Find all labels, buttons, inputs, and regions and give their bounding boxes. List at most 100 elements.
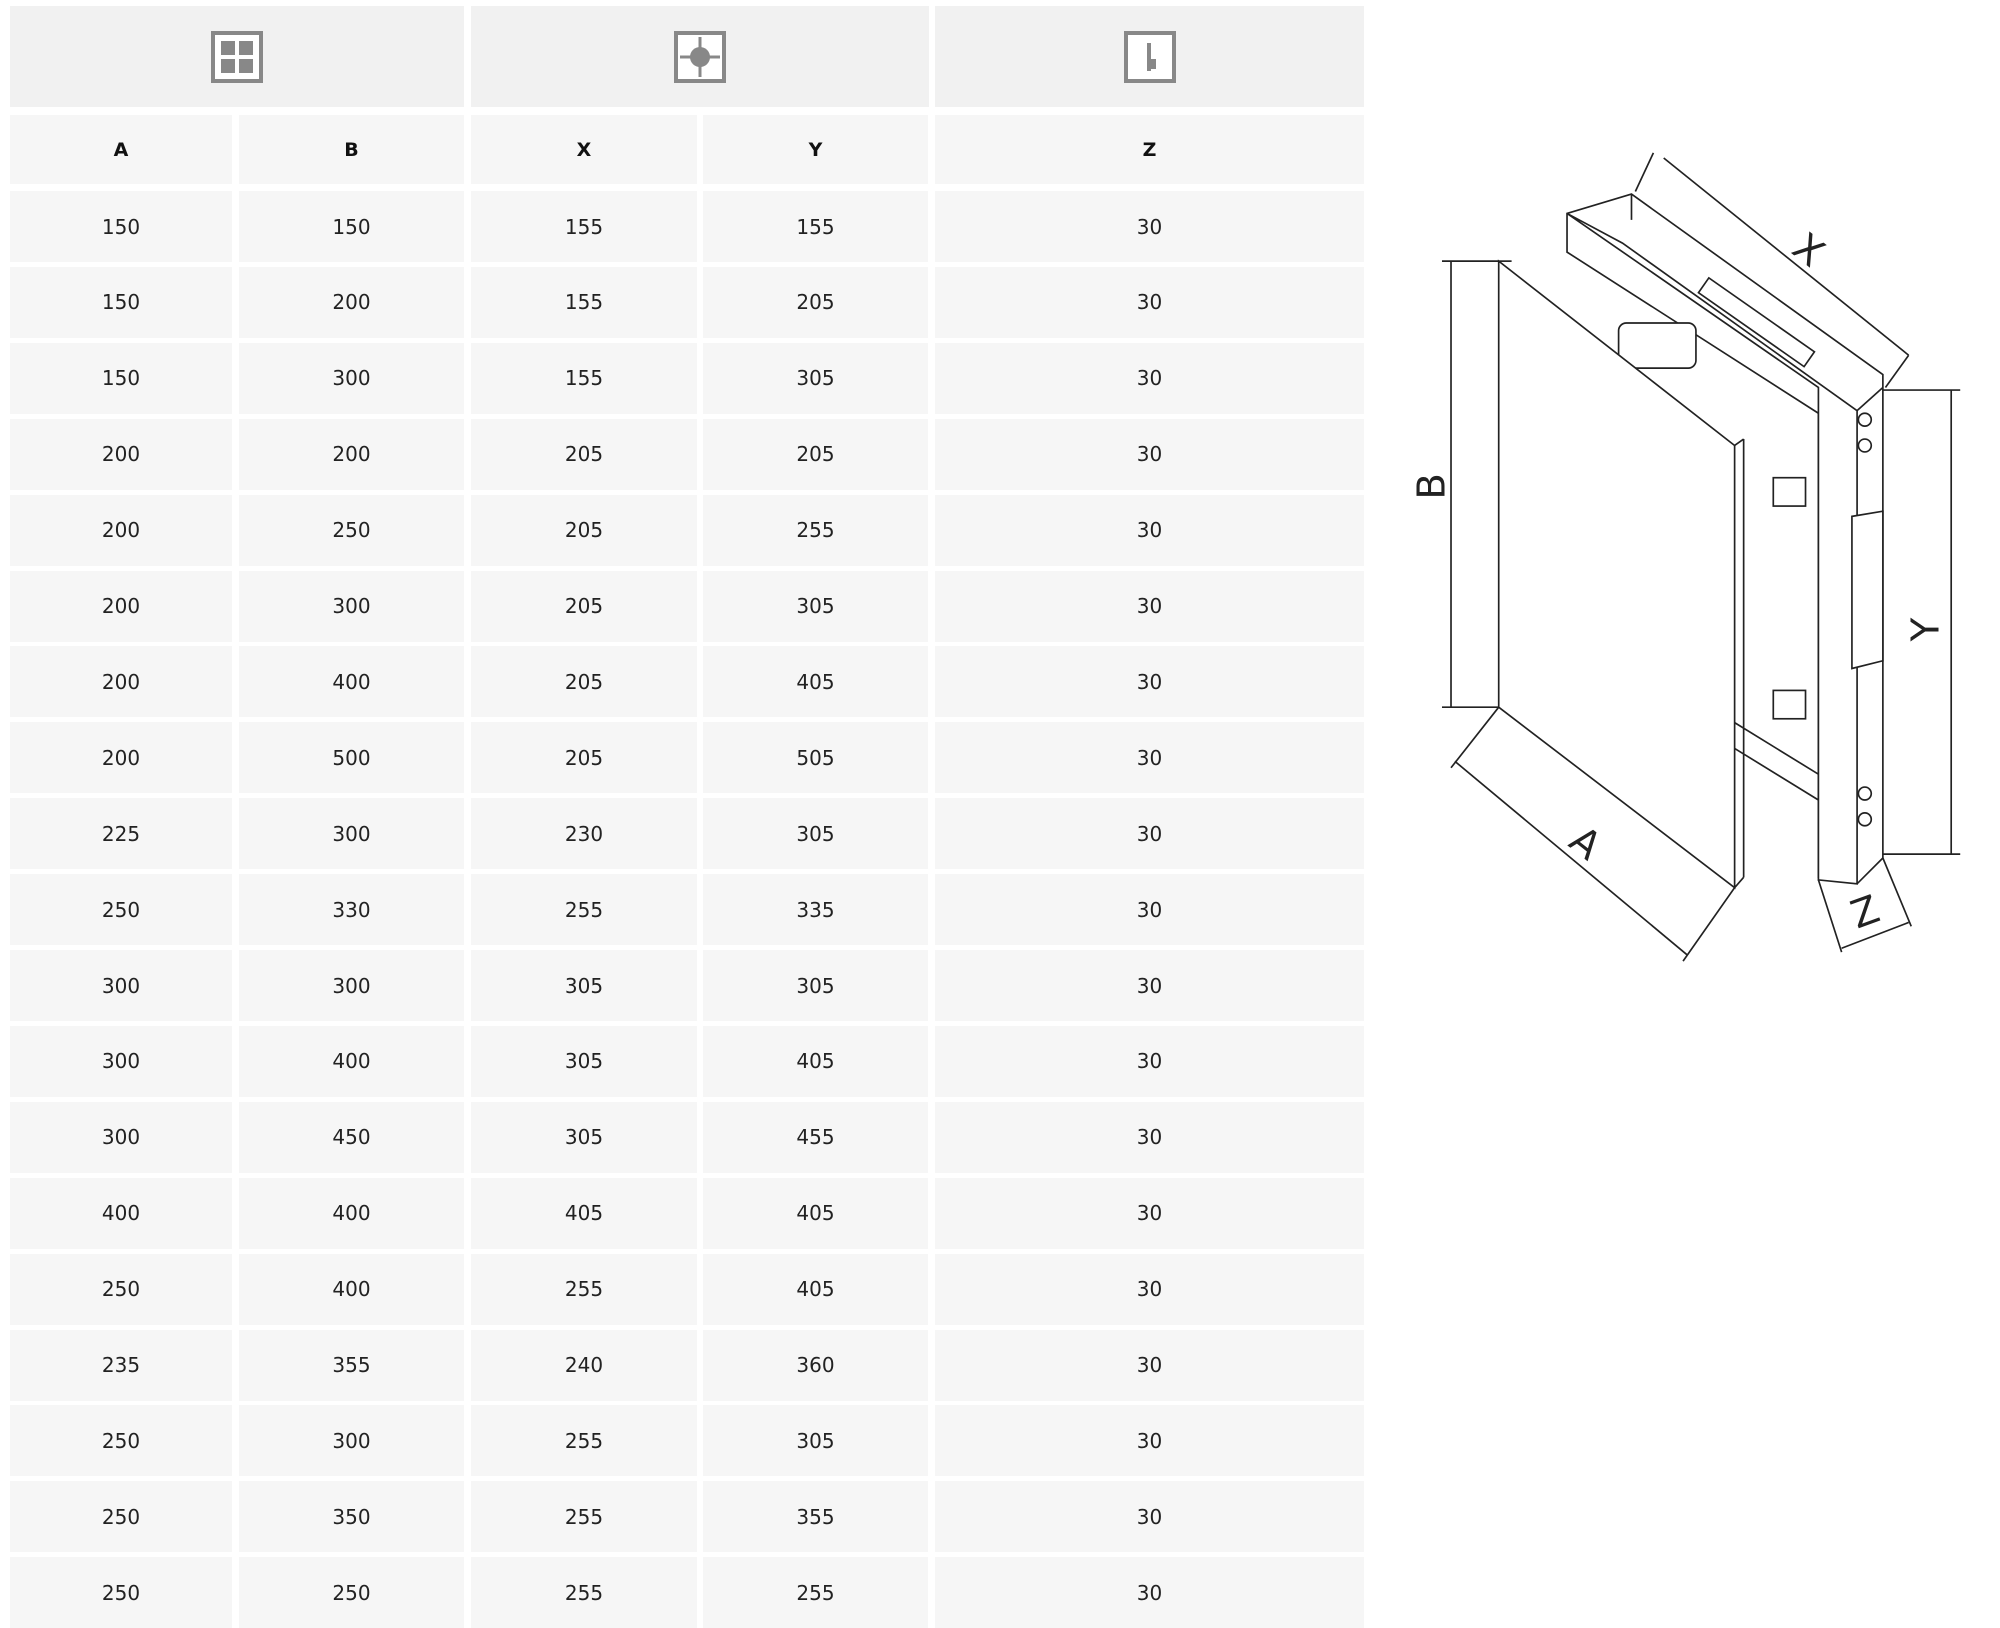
table-cell: 200 [10, 418, 232, 490]
table-cell: 255 [471, 1253, 697, 1325]
table-cell: 30 [935, 1557, 1364, 1628]
column-header-y: Y [703, 115, 928, 184]
table-cell: 400 [239, 646, 464, 718]
table-cell: 305 [703, 798, 928, 870]
table-cell: 250 [10, 1557, 232, 1628]
table-cell: 360 [703, 1329, 928, 1401]
table-cell: 400 [239, 1025, 464, 1097]
table-cell: 305 [703, 342, 928, 414]
table-cell: 300 [239, 570, 464, 642]
table-cell: 30 [935, 1329, 1364, 1401]
table-cell: 200 [10, 570, 232, 642]
table-cell: 150 [10, 342, 232, 414]
table-cell: 405 [703, 1253, 928, 1325]
table-cell: 255 [703, 494, 928, 566]
table-cell: 250 [239, 1557, 464, 1628]
table-cell: 250 [10, 1253, 232, 1325]
table-cell: 250 [10, 1481, 232, 1553]
table-cell: 305 [703, 570, 928, 642]
table-cell: 30 [935, 798, 1364, 870]
table-cell: 30 [935, 1177, 1364, 1249]
table-cell: 405 [471, 1177, 697, 1249]
table-cell: 240 [471, 1329, 697, 1401]
table-cell: 150 [10, 191, 232, 262]
table-cell: 150 [10, 266, 232, 338]
table-cell: 30 [935, 722, 1364, 794]
group-header-depth [935, 6, 1364, 107]
column-header-b: B [239, 115, 464, 184]
door-panel-size-icon [211, 30, 263, 83]
table-cell: 400 [239, 1253, 464, 1325]
hatch-dimension-diagram: X Y Z A B [1410, 152, 1961, 962]
table-cell: 155 [703, 191, 928, 262]
table-cell: 300 [10, 950, 232, 1021]
group-header-door [10, 6, 464, 107]
dimension-label-x: X [1784, 225, 1833, 277]
dimension-label-z: Z [1845, 887, 1885, 938]
table-cell: 250 [10, 874, 232, 946]
table-cell: 200 [239, 418, 464, 490]
table-cell: 335 [703, 874, 928, 946]
table-cell: 305 [471, 1025, 697, 1097]
column-header-z: Z [935, 115, 1364, 184]
table-cell: 30 [935, 646, 1364, 718]
table-cell: 300 [239, 798, 464, 870]
table-cell: 300 [239, 950, 464, 1021]
table-cell: 30 [935, 1405, 1364, 1477]
table-cell: 250 [10, 1405, 232, 1477]
table-cell: 200 [10, 646, 232, 718]
table-cell: 30 [935, 1253, 1364, 1325]
table-cell: 30 [935, 874, 1364, 946]
table-cell: 300 [239, 342, 464, 414]
table-cell: 30 [935, 342, 1364, 414]
table-cell: 305 [703, 950, 928, 1021]
table-cell: 300 [10, 1101, 232, 1173]
table-cell: 235 [10, 1329, 232, 1401]
table-cell: 30 [935, 418, 1364, 490]
table-cell: 30 [935, 570, 1364, 642]
table-cell: 30 [935, 1481, 1364, 1553]
table-cell: 205 [703, 266, 928, 338]
column-header-a: A [10, 115, 232, 184]
table-cell: 455 [703, 1101, 928, 1173]
table-cell: 205 [471, 646, 697, 718]
table-cell: 30 [935, 1101, 1364, 1173]
table-cell: 30 [935, 950, 1364, 1021]
table-cell: 30 [935, 191, 1364, 262]
table-cell: 200 [239, 266, 464, 338]
table-cell: 255 [471, 1557, 697, 1628]
table-cell: 250 [239, 494, 464, 566]
table-cell: 300 [10, 1025, 232, 1097]
table-cell: 155 [471, 266, 697, 338]
table-cell: 355 [239, 1329, 464, 1401]
table-cell: 205 [471, 494, 697, 566]
table-cell: 150 [239, 191, 464, 262]
table-cell: 305 [703, 1405, 928, 1477]
table-cell: 400 [239, 1177, 464, 1249]
table-cell: 405 [703, 1177, 928, 1249]
table-cell: 450 [239, 1101, 464, 1173]
table-cell: 305 [471, 950, 697, 1021]
table-cell: 200 [10, 494, 232, 566]
table-cell: 30 [935, 1025, 1364, 1097]
table-cell: 30 [935, 494, 1364, 566]
group-header-opening [471, 6, 929, 107]
table-cell: 330 [239, 874, 464, 946]
table-cell: 155 [471, 191, 697, 262]
table-cell: 225 [10, 798, 232, 870]
table-cell: 350 [239, 1481, 464, 1553]
table-cell: 255 [703, 1557, 928, 1628]
table-cell: 30 [935, 266, 1364, 338]
table-cell: 255 [471, 1405, 697, 1477]
table-cell: 400 [10, 1177, 232, 1249]
table-cell: 355 [703, 1481, 928, 1553]
dimension-label-a: A [1561, 818, 1610, 870]
table-cell: 255 [471, 1481, 697, 1553]
table-cell: 155 [471, 342, 697, 414]
dimension-label-y: Y [1903, 617, 1948, 642]
table-cell: 205 [703, 418, 928, 490]
table-cell: 205 [471, 722, 697, 794]
table-cell: 405 [703, 1025, 928, 1097]
column-header-x: X [471, 115, 697, 184]
wall-opening-size-icon [674, 30, 726, 83]
